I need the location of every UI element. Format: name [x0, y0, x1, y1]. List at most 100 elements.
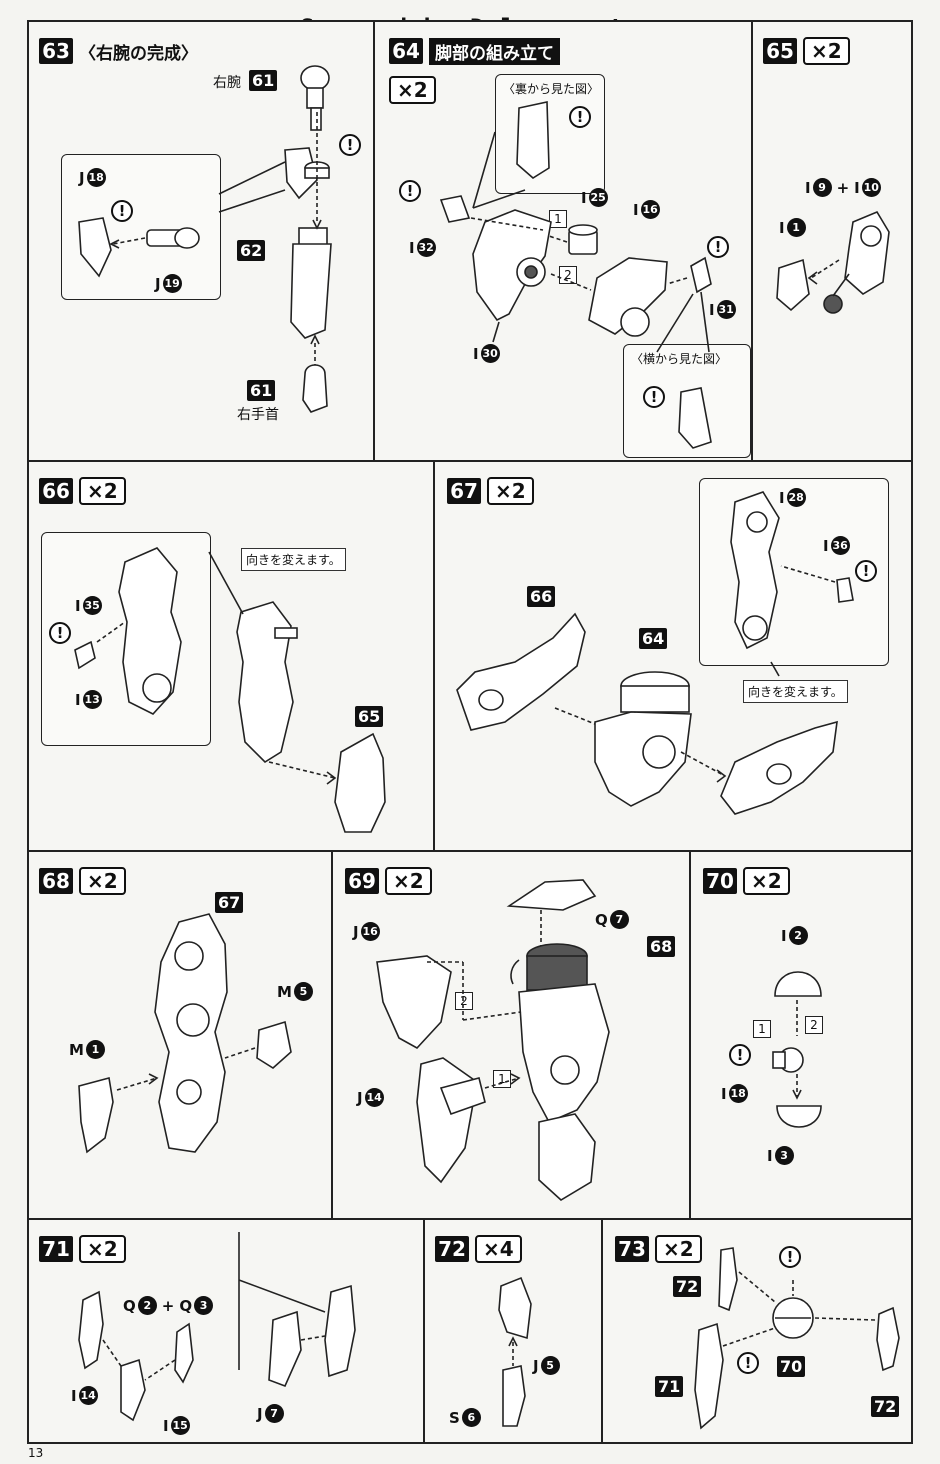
caution-icon: !: [569, 106, 591, 128]
joint-ball-illustration: [772, 971, 822, 1128]
caution-icon: !: [339, 134, 361, 156]
step-number: 69: [345, 868, 379, 894]
part-61-top: 61: [249, 70, 278, 91]
multiplier-badge: ×2: [79, 477, 126, 505]
step-header: 70 ×2: [703, 867, 790, 895]
step-number: 67: [447, 478, 481, 504]
multiplier-badge: ×2: [803, 37, 850, 65]
caution-icon: !: [779, 1246, 801, 1268]
caution-icon: !: [707, 236, 729, 258]
part-70: 70: [777, 1356, 806, 1377]
part-68: 68: [647, 936, 676, 957]
caution-icon: !: [855, 560, 877, 582]
caution-icon: !: [111, 200, 133, 222]
step-header: 67 ×2: [447, 477, 534, 505]
leg-join-illustration: [456, 491, 854, 815]
sub-step-1: 1: [753, 1020, 771, 1038]
multiplier-badge: ×2: [487, 477, 534, 505]
step-header: 65 ×2: [763, 37, 850, 65]
sub-step-1: 1: [549, 210, 567, 228]
step-header: 66 ×2: [39, 477, 126, 505]
panel-step-64: 64 脚部の組み立て ×2 〈裏から見た図〉 ! 〈横から見た図〉 ! ! ! …: [373, 20, 753, 462]
knee-armor-illustration: [376, 879, 610, 1201]
step-header: 73 ×2: [615, 1235, 702, 1263]
caution-icon: !: [643, 386, 665, 408]
part-67: 67: [215, 892, 244, 913]
right-arm-label: 右腕: [213, 75, 241, 91]
part-66: 66: [527, 586, 556, 607]
step-number: 64: [389, 38, 423, 64]
multiplier-badge: ×4: [475, 1235, 522, 1263]
part-72-bottom: 72: [871, 1396, 900, 1417]
part-72-top: 72: [673, 1276, 702, 1297]
step-header: 63 〈右腕の完成〉: [39, 38, 198, 64]
step-header: 69 ×2: [345, 867, 432, 895]
multiplier-badge: ×2: [389, 76, 436, 104]
sub-step-2: 2: [559, 266, 577, 284]
caution-icon: !: [729, 1044, 751, 1066]
leg-segment-illustration: [74, 547, 386, 833]
step-header: 64 脚部の組み立て: [389, 37, 560, 65]
back-view-callout: [495, 74, 605, 194]
leg-assembly-illustration: [439, 101, 712, 449]
step-number: 66: [39, 478, 73, 504]
step-header: 68 ×2: [39, 867, 126, 895]
leg-armor-illustration: [78, 913, 292, 1154]
rotate-note: 向きを変えます。: [241, 548, 346, 571]
step-number: 71: [39, 1236, 73, 1262]
sub-step-1: 1: [493, 1070, 511, 1088]
step-number: 70: [703, 868, 737, 894]
toe-assembly-illustration: [498, 1276, 532, 1427]
multiplier-badge: ×2: [655, 1235, 702, 1263]
step-header: 72 ×4: [435, 1235, 522, 1263]
right-wrist-label: 右手首: [237, 407, 279, 423]
sub-step-2: 2: [455, 992, 473, 1010]
part-61-bottom: 61: [247, 380, 276, 401]
multiplier-badge: ×2: [79, 867, 126, 895]
part-65: 65: [355, 706, 384, 727]
side-view-label: 〈横から見た図〉: [631, 352, 728, 366]
part-64: 64: [639, 628, 668, 649]
multiplier-badge: ×2: [743, 867, 790, 895]
foot-assembly-illustration: [78, 1232, 356, 1422]
multiplier-badge: ×2: [385, 867, 432, 895]
page-number: 13: [28, 1446, 44, 1460]
sub-step-2: 2: [805, 1016, 823, 1034]
step-number: 63: [39, 38, 73, 64]
rotate-note: 向きを変えます。: [743, 680, 848, 703]
part-62: 62: [237, 240, 266, 261]
foot-final-illustration: [694, 1247, 900, 1430]
step-header: 71 ×2: [39, 1235, 126, 1263]
